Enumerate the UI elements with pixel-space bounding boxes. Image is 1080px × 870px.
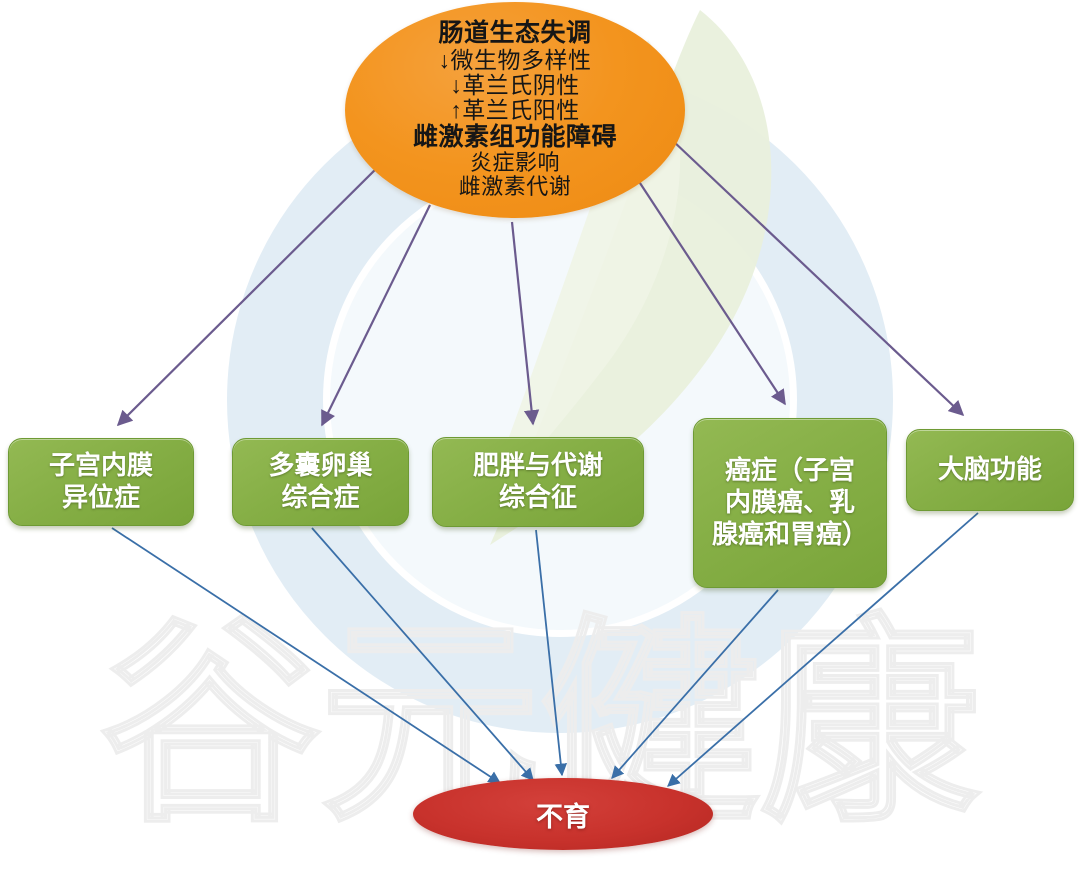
node-obesity-metabolic-syndrome[interactable]: 肥胖与代谢综合征 bbox=[432, 437, 644, 527]
estrobolome-title: 雌激素组功能障碍 bbox=[412, 122, 617, 151]
edge-source-to-cancer bbox=[637, 179, 786, 406]
node-endometriosis[interactable]: 子宫内膜异位症 bbox=[8, 438, 194, 526]
edge-brain-to-infertility bbox=[667, 512, 979, 787]
node-pcos-label: 多囊卵巢综合症 bbox=[268, 450, 373, 512]
node-brain-function[interactable]: 大脑功能 bbox=[906, 429, 1074, 511]
estrobolome-line-2: 雌激素代谢 bbox=[458, 174, 572, 200]
dysbiosis-line-2: ↓革兰氏阴性 bbox=[450, 72, 580, 99]
dysbiosis-line-1: ↓微生物多样性 bbox=[438, 46, 592, 73]
node-cancer-label: 癌症（子宫内膜癌、乳腺癌和胃癌） bbox=[711, 455, 868, 549]
edge-cancer-to-infertility bbox=[611, 589, 779, 779]
dysbiosis-title: 肠道生态失调 bbox=[438, 19, 592, 48]
node-gut-dysbiosis[interactable]: 肠道生态失调 ↓微生物多样性 ↓革兰氏阴性 ↑革兰氏阳性 雌激素组功能障碍 炎症… bbox=[345, 2, 685, 218]
node-endometriosis-label: 子宫内膜异位症 bbox=[48, 450, 153, 512]
node-cancer[interactable]: 癌症（子宫内膜癌、乳腺癌和胃癌） bbox=[693, 418, 887, 588]
edge-obesity-to-infertility bbox=[535, 529, 568, 777]
edge-source-to-brain bbox=[671, 139, 965, 417]
edge-pcos-to-infertility bbox=[311, 527, 534, 781]
dysbiosis-line-3: ↑革兰氏阳性 bbox=[450, 97, 580, 124]
node-infertility-label: 不育 bbox=[536, 801, 590, 832]
estrobolome-line-1: 炎症影响 bbox=[469, 150, 560, 176]
edge-source-to-endometriosis bbox=[116, 159, 386, 427]
edge-endometriosis-to-infertility bbox=[111, 527, 502, 784]
edge-source-to-obesity bbox=[510, 221, 540, 426]
node-obesity-label: 肥胖与代谢综合征 bbox=[472, 450, 603, 512]
node-infertility[interactable]: 不育 bbox=[413, 778, 713, 850]
node-pcos[interactable]: 多囊卵巢综合症 bbox=[232, 438, 409, 526]
node-brain-label: 大脑功能 bbox=[937, 454, 1042, 485]
edge-source-to-pcos bbox=[321, 204, 431, 427]
